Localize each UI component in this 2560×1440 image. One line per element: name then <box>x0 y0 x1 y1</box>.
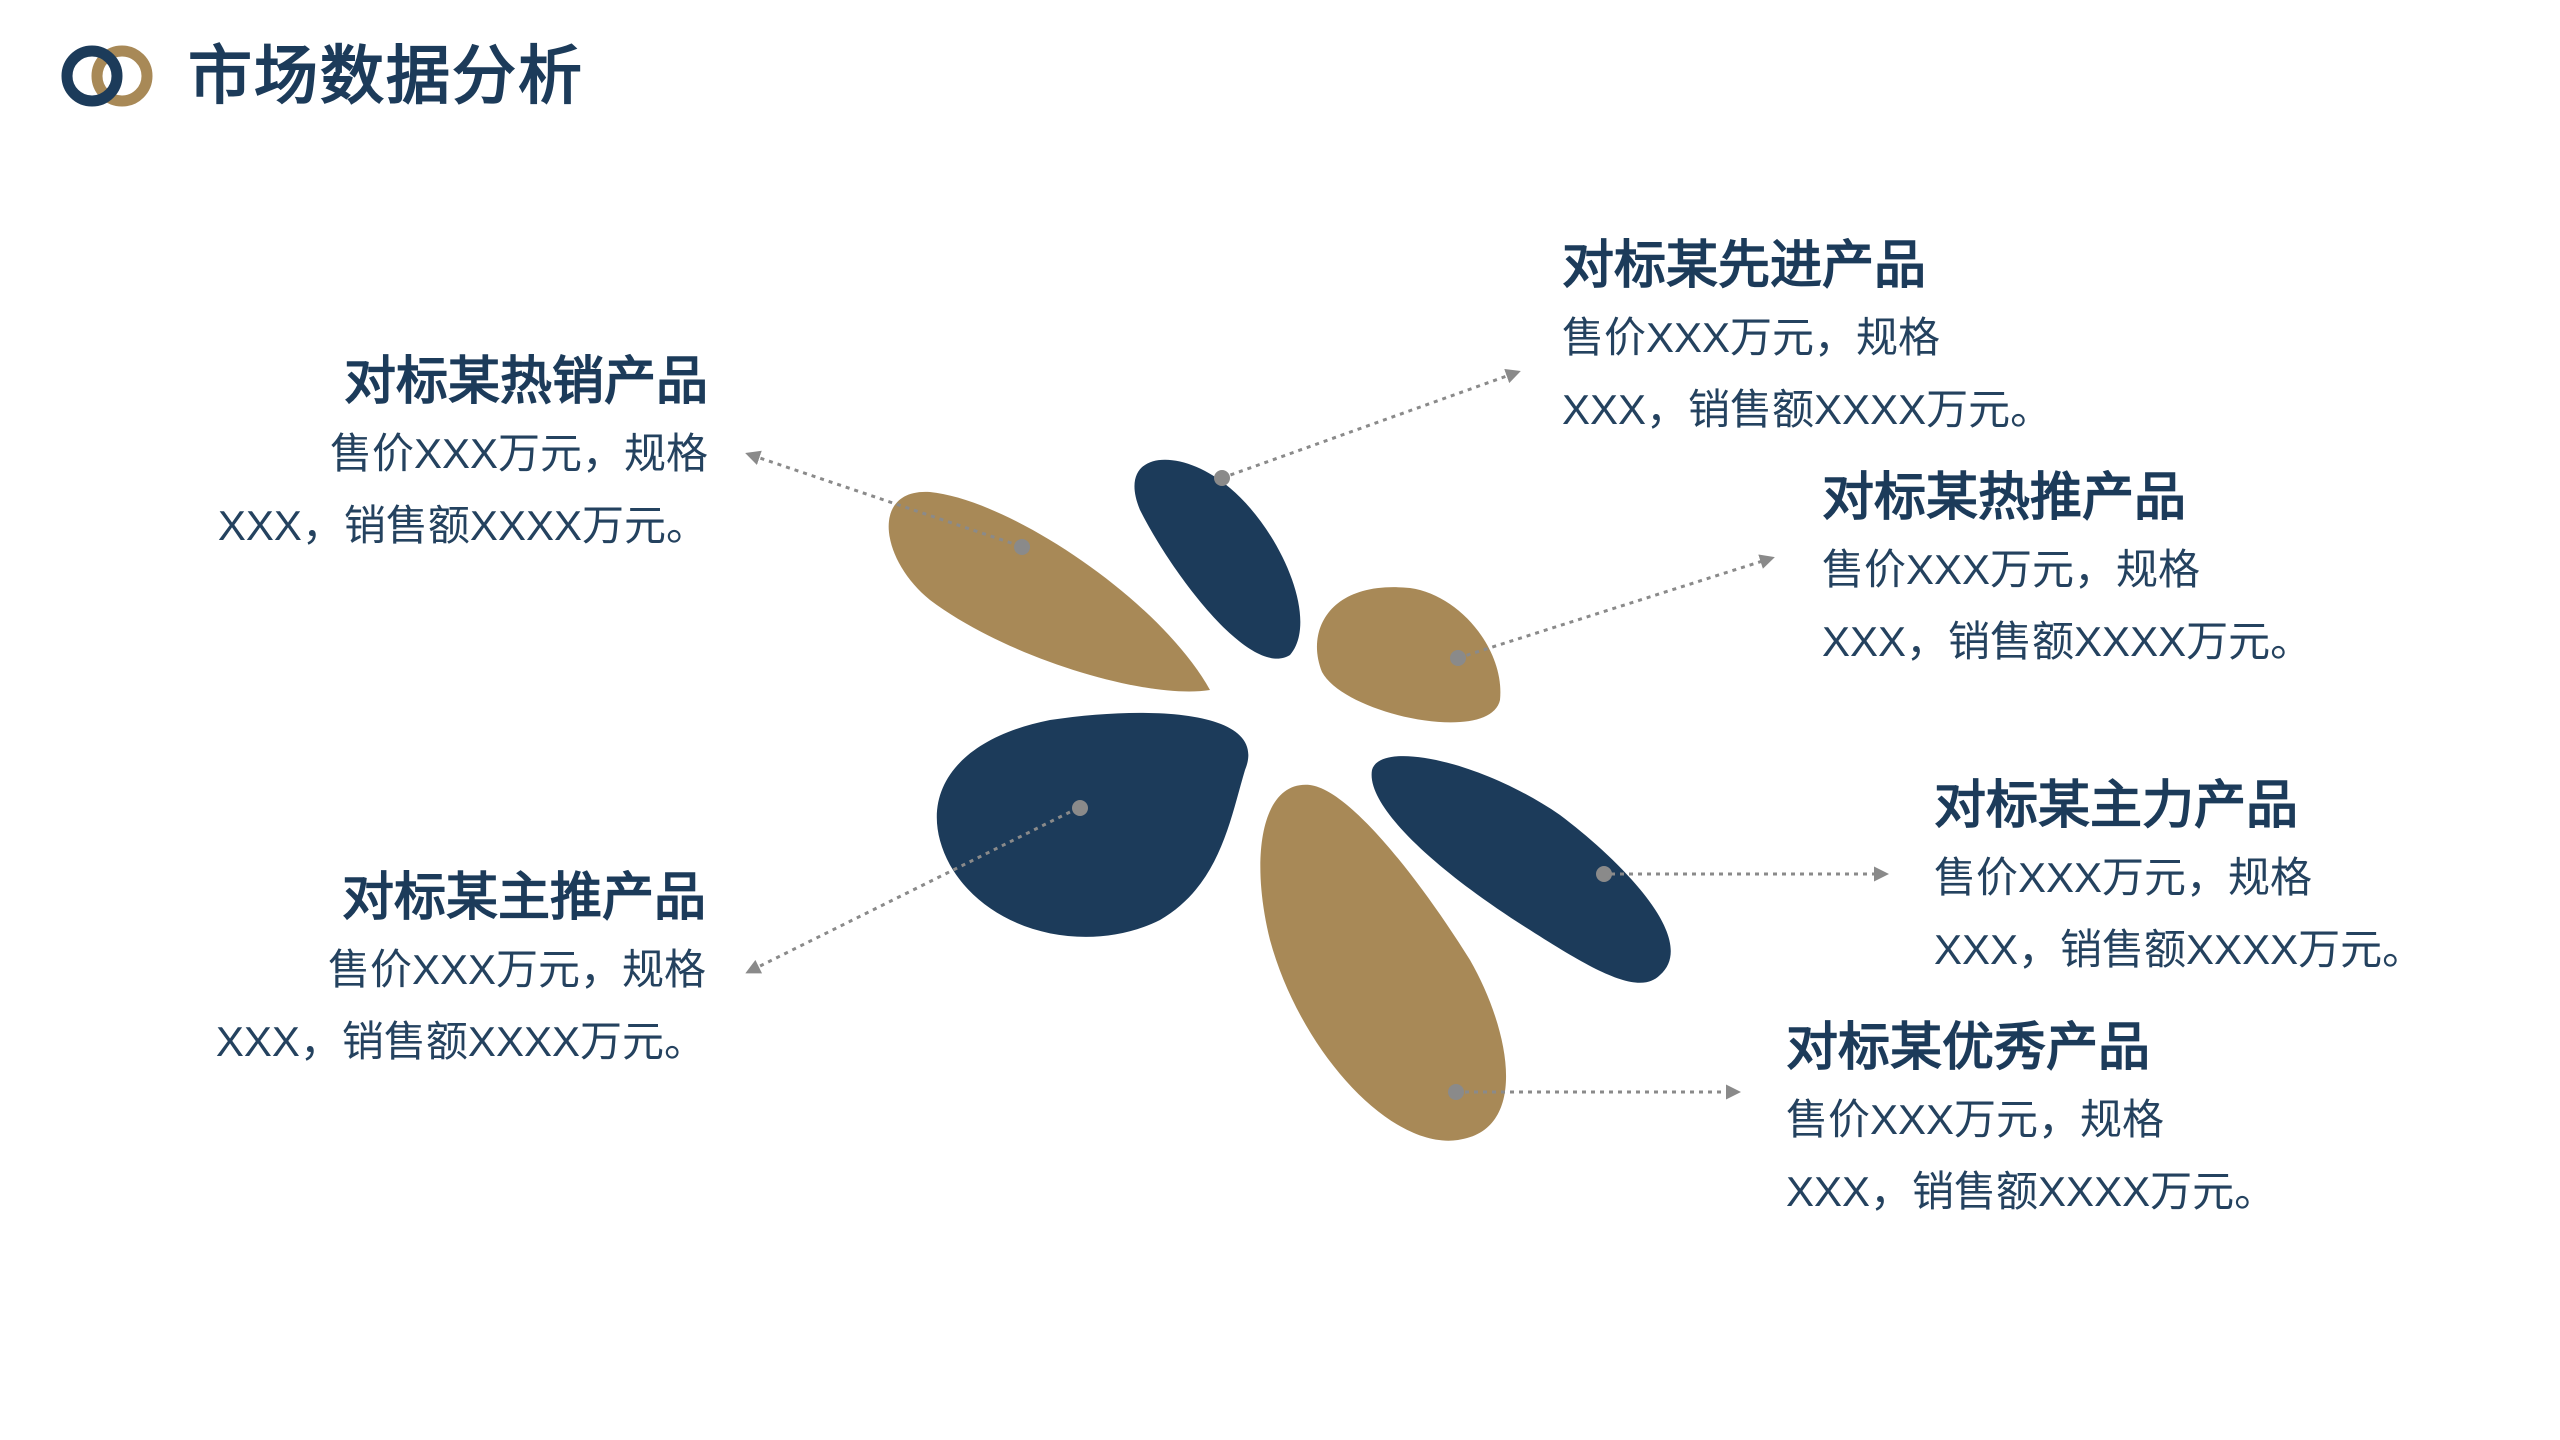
petal-main-force <box>1371 756 1671 983</box>
petal-hot-push <box>1316 587 1501 723</box>
callout-line2: XXX，销售额XXXX万元。 <box>1562 386 2053 433</box>
callout-title: 对标某主推产品 <box>341 869 706 927</box>
petal-excellent <box>1260 784 1507 1141</box>
callout-line2: XXX，销售额XXXX万元。 <box>217 502 708 549</box>
callout-title: 对标某主力产品 <box>1934 777 2299 835</box>
connector-advanced <box>1221 368 1521 480</box>
dot-hot-push <box>1450 650 1466 666</box>
page-title: 市场数据分析 <box>188 40 584 112</box>
callout-line1: 售价XXX万元，规格 <box>1786 1096 2165 1143</box>
callout-title: 对标某先进产品 <box>1562 237 1927 295</box>
dot-main-force <box>1596 866 1612 882</box>
callout-title: 对标某热销产品 <box>343 353 708 411</box>
callout-line1: 售价XXX万元，规格 <box>1934 854 2313 901</box>
callout-line1: 售价XXX万元，规格 <box>329 430 708 477</box>
connector-main-push <box>745 806 1079 974</box>
callout-line1: 售价XXX万元，规格 <box>327 946 706 993</box>
dot-main-push <box>1072 800 1088 816</box>
connector-hot-selling <box>745 450 1021 548</box>
petal-hot-selling <box>888 491 1210 692</box>
callout-main-force: 对标某主力产品 售价XXX万元，规格 XXX，销售额XXXX万元。 <box>1934 770 2424 986</box>
callout-advanced: 对标某先进产品 售价XXX万元，规格 XXX，销售额XXXX万元。 <box>1562 230 2052 446</box>
callout-line2: XXX，销售额XXXX万元。 <box>1822 618 2313 665</box>
callout-hot-selling: 对标某热销产品 售价XXX万元，规格 XXX，销售额XXXX万元。 <box>218 346 708 562</box>
logo-rings-icon <box>61 45 153 107</box>
callout-hot-push: 对标某热推产品 售价XXX万元，规格 XXX，销售额XXXX万元。 <box>1822 462 2312 678</box>
callout-line2: XXX，销售额XXXX万元。 <box>215 1018 706 1065</box>
callout-line2: XXX，销售额XXXX万元。 <box>1934 926 2425 973</box>
callout-main-push: 对标某主推产品 售价XXX万元，规格 XXX，销售额XXXX万元。 <box>216 862 706 1078</box>
dot-hot-selling <box>1014 539 1030 555</box>
petal-advanced <box>1134 459 1301 659</box>
callout-line2: XXX，销售额XXXX万元。 <box>1786 1168 2277 1215</box>
dot-advanced <box>1214 470 1230 486</box>
callout-title: 对标某热推产品 <box>1822 469 2187 527</box>
callout-line1: 售价XXX万元，规格 <box>1562 314 1941 361</box>
petal-main-push <box>936 712 1249 937</box>
connector-hot-push <box>1457 554 1775 660</box>
callout-line1: 售价XXX万元，规格 <box>1822 546 2201 593</box>
dot-excellent <box>1448 1084 1464 1100</box>
callout-excellent: 对标某优秀产品 售价XXX万元，规格 XXX，销售额XXXX万元。 <box>1786 1012 2276 1228</box>
callout-title: 对标某优秀产品 <box>1786 1019 2151 1077</box>
